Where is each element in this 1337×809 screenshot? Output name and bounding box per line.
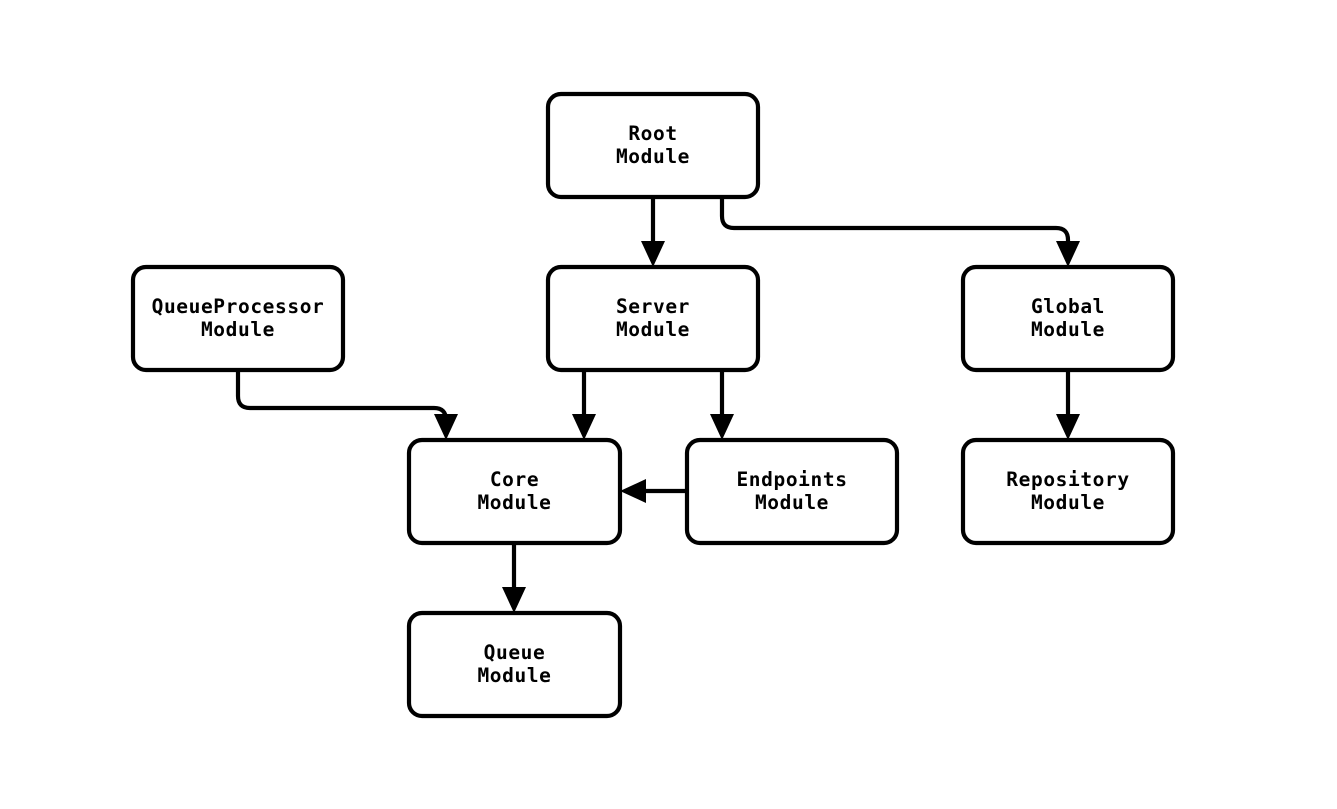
node-label-line2: Module: [755, 491, 829, 514]
arrowhead-icon: [710, 414, 734, 440]
edge-core-to-queue: [502, 543, 526, 613]
node-label-line2: Module: [1031, 491, 1105, 514]
nodes-layer: RootModuleQueueProcessorModuleServerModu…: [130, 91, 1176, 719]
node-label-line1: QueueProcessor: [152, 295, 325, 318]
edge-queueprocessor-to-core: [235, 370, 458, 440]
node-label-line2: Module: [201, 318, 275, 341]
arrowhead-icon: [1056, 241, 1080, 267]
node-label-line1: Repository: [1006, 468, 1129, 491]
arrowhead-icon: [1056, 414, 1080, 440]
node-label-line1: Core: [490, 468, 539, 491]
node-box[interactable]: [960, 437, 1176, 546]
node-label-line2: Module: [616, 145, 690, 168]
node-box[interactable]: [406, 610, 623, 719]
node-box[interactable]: [545, 91, 761, 200]
edge-server-to-core: [572, 370, 596, 440]
node-label-line1: Endpoints: [736, 468, 847, 491]
node-box[interactable]: [684, 437, 900, 546]
arrowhead-icon: [572, 414, 596, 440]
node-label-line1: Root: [628, 122, 677, 145]
edge-endpoints-to-core: [620, 479, 687, 503]
node-box[interactable]: [960, 264, 1176, 373]
node-box[interactable]: [406, 437, 623, 546]
arrowhead-icon: [502, 587, 526, 613]
node-label-line2: Module: [616, 318, 690, 341]
node-label-line1: Server: [616, 295, 690, 318]
edge-line: [719, 197, 1071, 248]
edge-root-to-server: [641, 197, 665, 267]
node-box[interactable]: [130, 264, 346, 373]
node-label-line2: Module: [1031, 318, 1105, 341]
edge-server-to-endpoints: [710, 370, 734, 440]
node-label-line1: Queue: [484, 641, 546, 664]
edges-layer: [235, 197, 1080, 613]
node-label-line2: Module: [477, 491, 551, 514]
edge-root-to-global: [719, 197, 1080, 267]
arrowhead-icon: [641, 241, 665, 267]
edge-line: [235, 370, 449, 423]
arrowhead-icon: [434, 414, 458, 440]
arrowhead-icon: [620, 479, 646, 503]
node-box[interactable]: [545, 264, 761, 373]
node-label-line1: Global: [1031, 295, 1105, 318]
edge-global-to-repository: [1056, 370, 1080, 440]
node-label-line2: Module: [477, 664, 551, 687]
